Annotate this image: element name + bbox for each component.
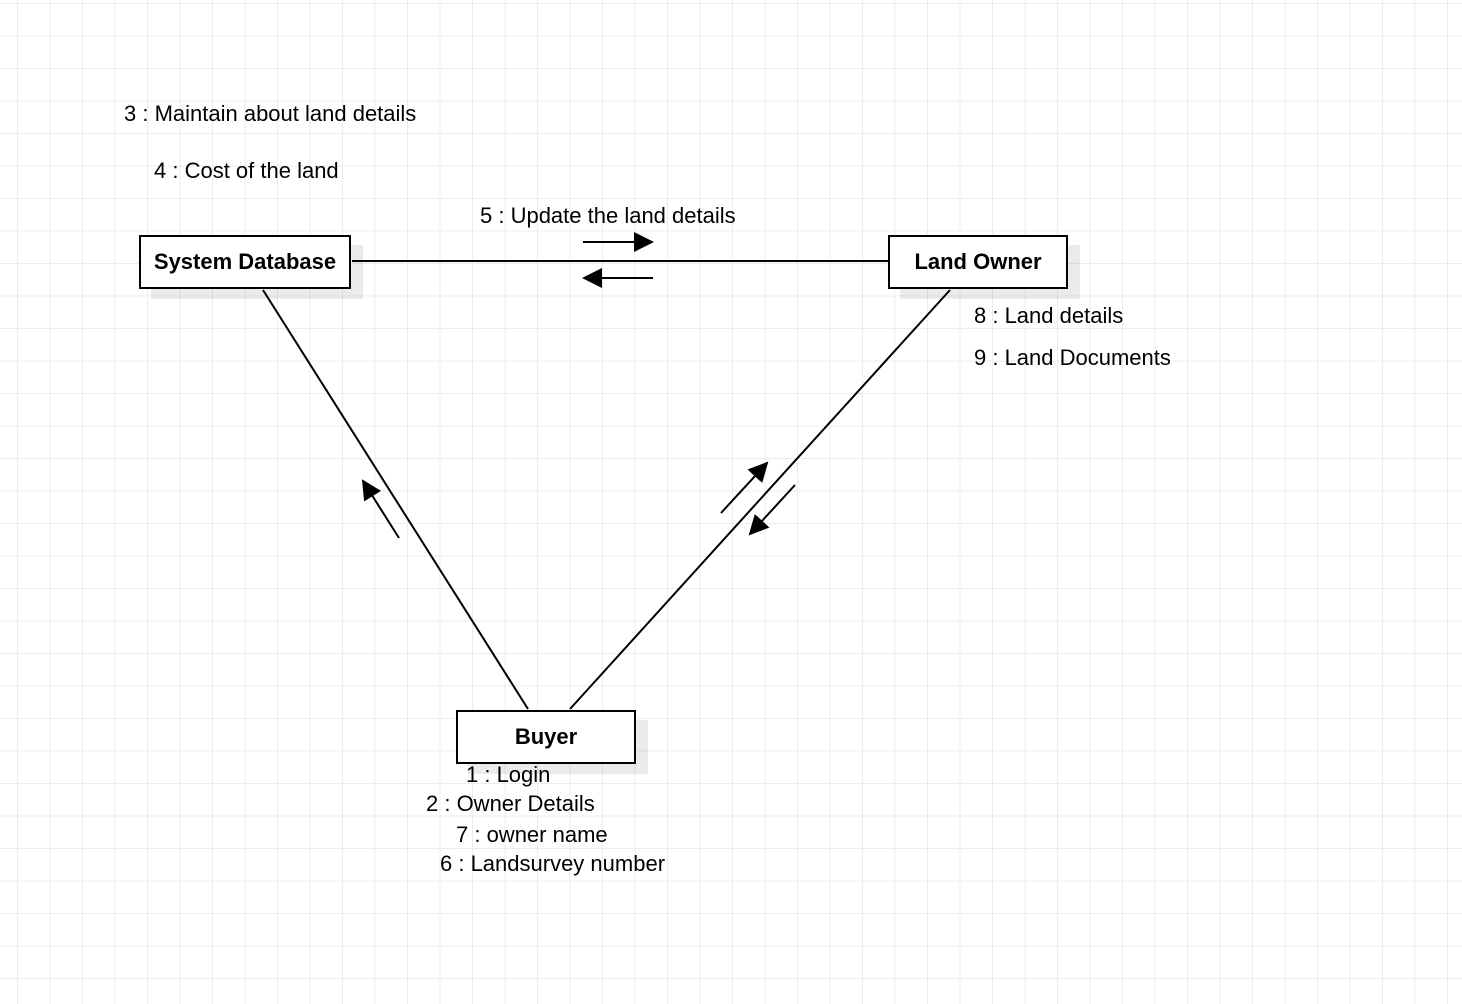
system-database-label: System Database: [153, 249, 337, 274]
arrow-buyer-to-database: [361, 479, 400, 539]
message-6-label: 6 : Landsurvey number: [440, 851, 666, 876]
arrow-land-owner-to-buyer: [748, 484, 796, 536]
system-database-object[interactable]: System Database: [139, 235, 351, 289]
message-2-label: 2 : Owner Details: [426, 791, 595, 816]
message-5-label: 5 : Update the land details: [480, 203, 736, 228]
message-7-label: 7 : owner name: [456, 822, 608, 847]
arrow-buyer-to-land-owner: [720, 461, 769, 514]
buyer-object[interactable]: Buyer: [456, 710, 636, 764]
message-9-label: 9 : Land Documents: [974, 345, 1171, 370]
link-database-buyer: [262, 289, 529, 710]
link-landowner-buyer: [569, 289, 951, 710]
land-owner-object[interactable]: Land Owner: [888, 235, 1068, 289]
buyer-label: Buyer: [514, 724, 578, 749]
message-1-label: 1 : Login: [466, 762, 551, 787]
land-owner-label: Land Owner: [914, 249, 1042, 274]
message-8-label: 8 : Land details: [974, 303, 1124, 328]
message-4-label: 4 : Cost of the land: [154, 158, 339, 183]
message-3-label: 3 : Maintain about land details: [124, 101, 417, 126]
